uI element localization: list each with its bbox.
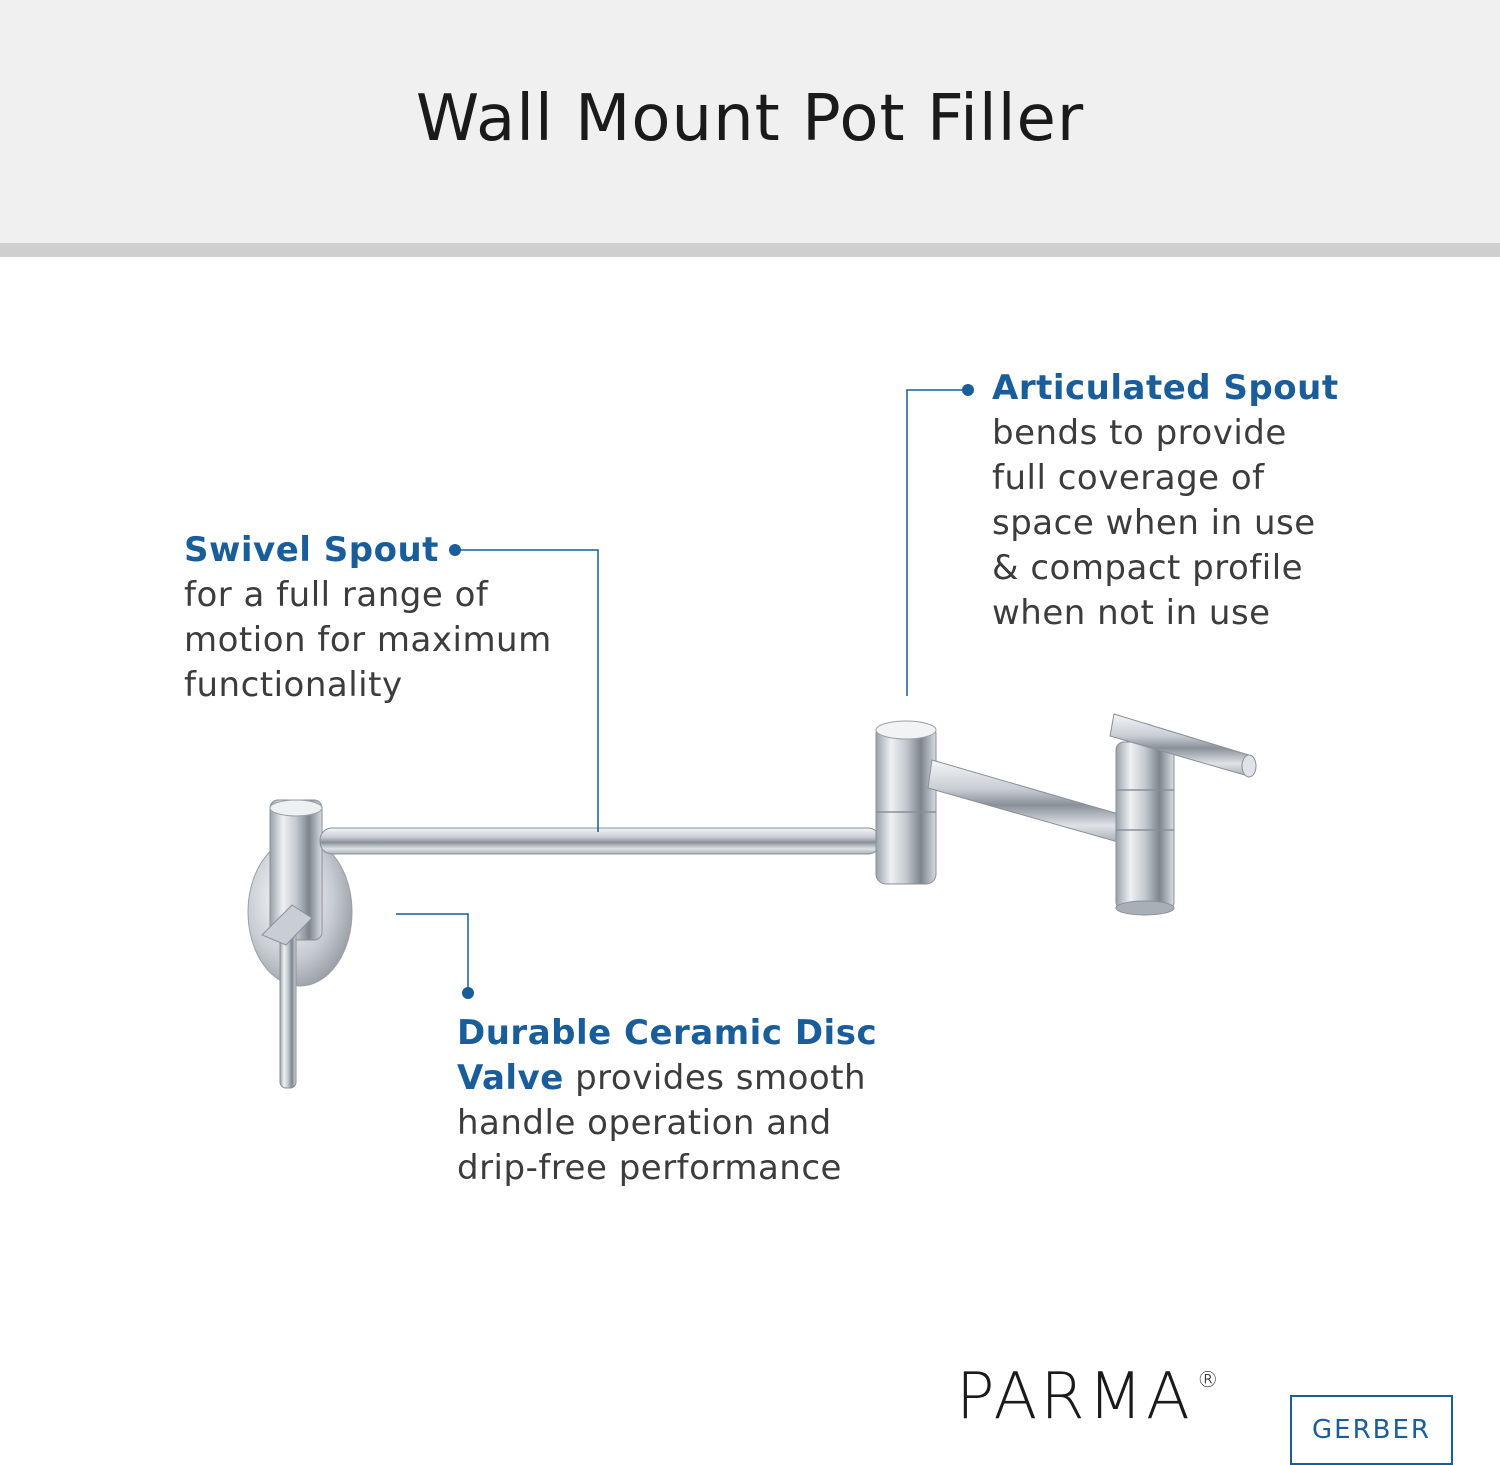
parma-wordmark: PARMA <box>956 1360 1193 1434</box>
articulated-leader-line <box>906 389 968 696</box>
callout-articulated-line: full coverage of <box>992 458 1265 498</box>
valve-leader-line <box>396 913 469 992</box>
header-band <box>0 0 1500 243</box>
callout-articulated-heading: Articulated Spout <box>992 368 1339 408</box>
callout-swivel-line: motion for maximum <box>184 620 552 660</box>
callout-valve-text: provides smooth <box>563 1058 867 1098</box>
callout-valve-line: Valve provides smooth <box>457 1056 877 1101</box>
callout-articulated-line: when not in use <box>992 593 1271 633</box>
swivel-leader-dot <box>449 544 461 556</box>
callout-swivel-line: for a full range of <box>184 575 489 615</box>
valve-leader-dot <box>462 987 474 999</box>
registered-mark: ® <box>1196 1368 1222 1393</box>
callout-swivel-line: functionality <box>184 665 403 705</box>
header-divider <box>0 243 1500 257</box>
page-title: Wall Mount Pot Filler <box>415 82 1085 156</box>
gerber-logo: GERBER <box>1290 1395 1453 1465</box>
callout-ceramic-disc-valve: Durable Ceramic Disc Valve provides smoo… <box>457 1011 877 1191</box>
callout-articulated-line: space when in use <box>992 503 1316 543</box>
callout-valve-line: handle operation and <box>457 1103 832 1143</box>
callout-articulated-line: bends to provide <box>992 413 1287 453</box>
callout-articulated-spout: Articulated Spout bends to provide full … <box>992 366 1339 636</box>
callout-articulated-line: & compact profile <box>992 548 1304 588</box>
articulated-leader-dot <box>962 384 974 396</box>
callout-valve-line: drip-free performance <box>457 1148 842 1188</box>
callout-swivel-heading: Swivel Spout <box>184 530 439 570</box>
swivel-leader-line <box>455 549 599 832</box>
callout-valve-heading-cont: Valve <box>457 1058 564 1098</box>
callout-valve-heading: Durable Ceramic Disc <box>457 1013 878 1053</box>
parma-logo: PARMA® <box>956 1360 1222 1434</box>
callout-swivel-spout: Swivel Spout for a full range of motion … <box>184 528 552 708</box>
